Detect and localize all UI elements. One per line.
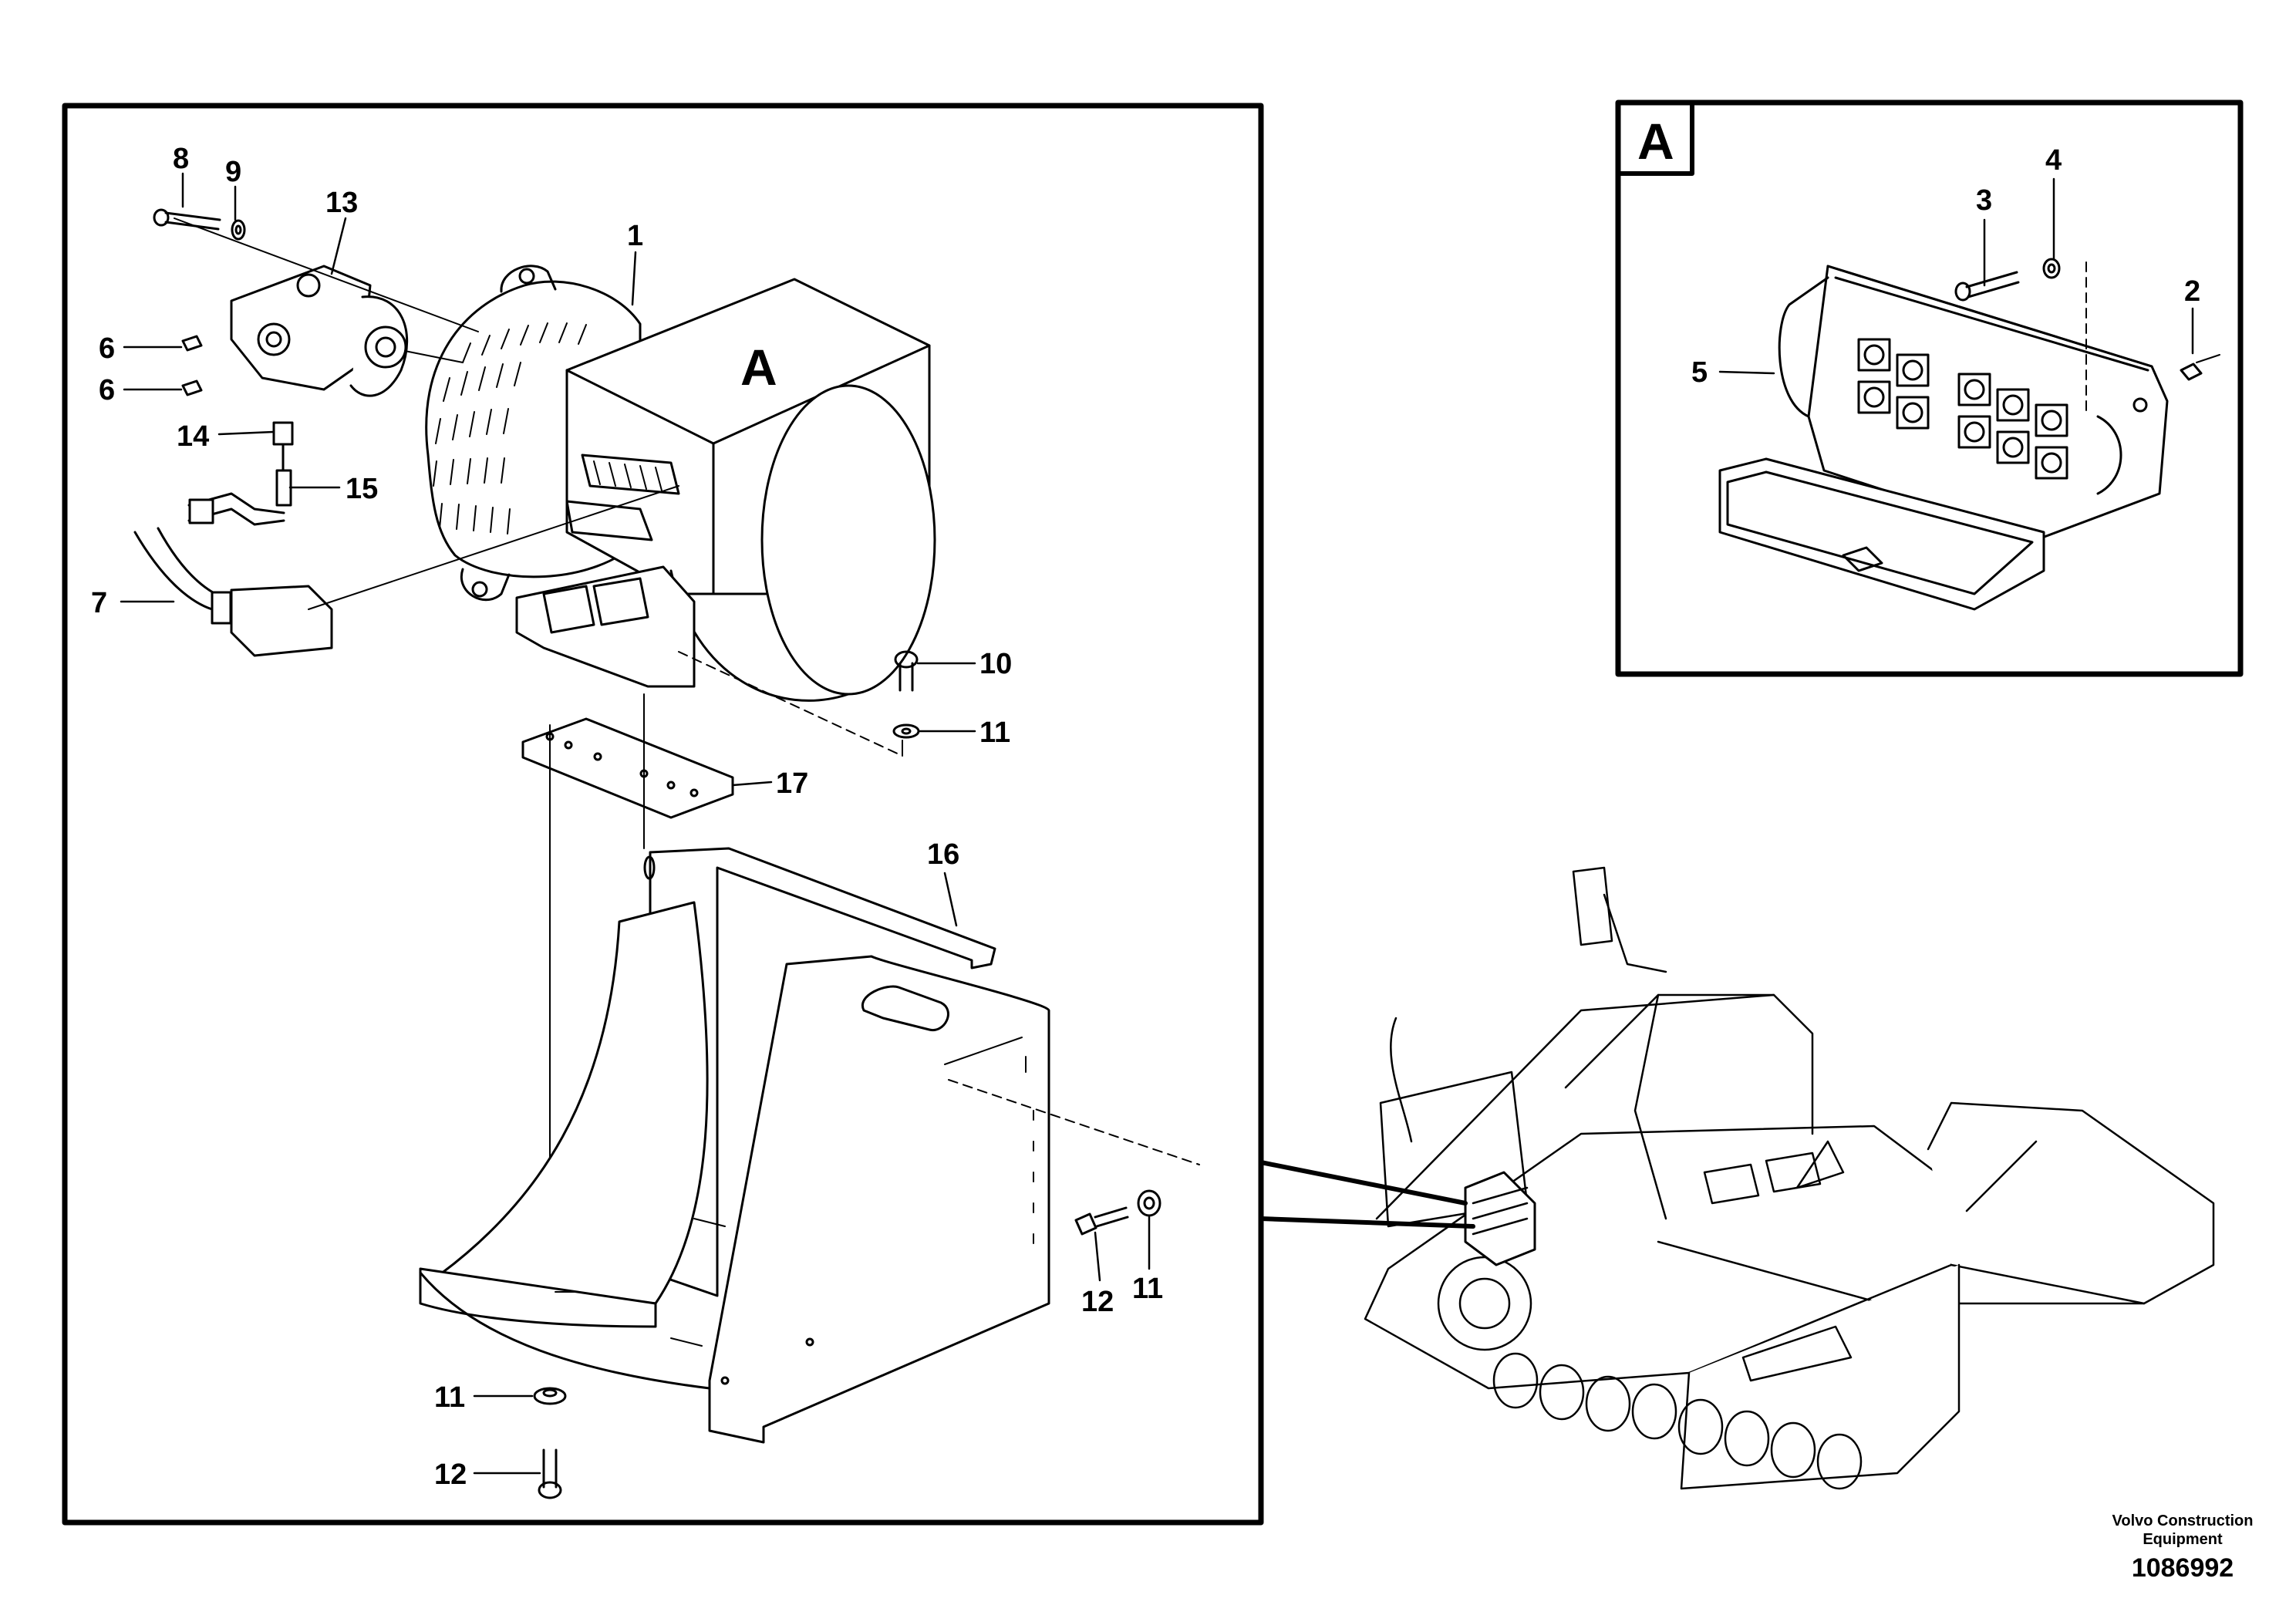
detail-a-screw [1954, 258, 2220, 417]
credit-company-line2: Equipment [2143, 1531, 2223, 1548]
callout-6a: 6 [99, 332, 115, 365]
callout-13: 13 [325, 187, 358, 219]
callout-12b: 12 [434, 1458, 467, 1491]
callout-14: 14 [177, 420, 209, 453]
credit-company-line1: Volvo Construction [2112, 1512, 2254, 1529]
main-detail-frame [62, 103, 1264, 1526]
detail-callout-3: 3 [1976, 184, 1992, 217]
detail-callout-5: 5 [1691, 356, 1708, 389]
detail-a-label: A [1637, 113, 1674, 170]
detail-callout-4: 4 [2045, 144, 2062, 177]
overview-leader-lower [1259, 1216, 1475, 1229]
detail-callout-2: 2 [2184, 275, 2200, 308]
credit-block: Volvo Construction Equipment 1086992 [2075, 1512, 2291, 1583]
callout-9: 9 [225, 156, 241, 188]
fittings-6 [181, 335, 203, 396]
overview-leader-upper [1259, 1160, 1468, 1206]
pump-regulator [230, 265, 464, 397]
mounting-frame-16 [419, 847, 1050, 1444]
callout-17: 17 [776, 767, 808, 800]
detail-a-label-box [1616, 100, 1694, 176]
callout-16: 16 [927, 838, 959, 871]
bolt-washer-8-9 [153, 208, 246, 241]
generator [425, 265, 936, 702]
callout-11c: 11 [434, 1381, 465, 1414]
foot-bracket [515, 565, 696, 688]
sensor-14 [272, 421, 294, 507]
drawing-number: 1086992 [2131, 1553, 2234, 1583]
harness-15 [187, 492, 285, 526]
callout-12a: 12 [1081, 1286, 1114, 1318]
callout-15: 15 [346, 473, 378, 505]
bolt-washer-right [1074, 1189, 1161, 1236]
bolt-10-washer-11 [892, 650, 920, 739]
callout-1: 1 [627, 220, 643, 252]
callout-8: 8 [173, 143, 189, 175]
machine-overview [1364, 866, 2215, 1490]
cable-connector-7 [133, 485, 679, 657]
callout-6b: 6 [99, 374, 115, 406]
callout-11b: 11 [1132, 1273, 1163, 1305]
callout-11a: 11 [979, 717, 1010, 749]
detail-a-frame [1615, 99, 2244, 677]
callout-10: 10 [979, 648, 1012, 680]
detail-a-reference-label: A [740, 339, 777, 396]
detail-a-cover [1718, 457, 2045, 611]
plate-17 [521, 717, 734, 819]
detail-a-connector [1778, 265, 2169, 541]
bolt-washer-bottom [533, 1387, 567, 1499]
callout-leaders [120, 172, 2194, 1475]
callout-7: 7 [91, 587, 107, 619]
